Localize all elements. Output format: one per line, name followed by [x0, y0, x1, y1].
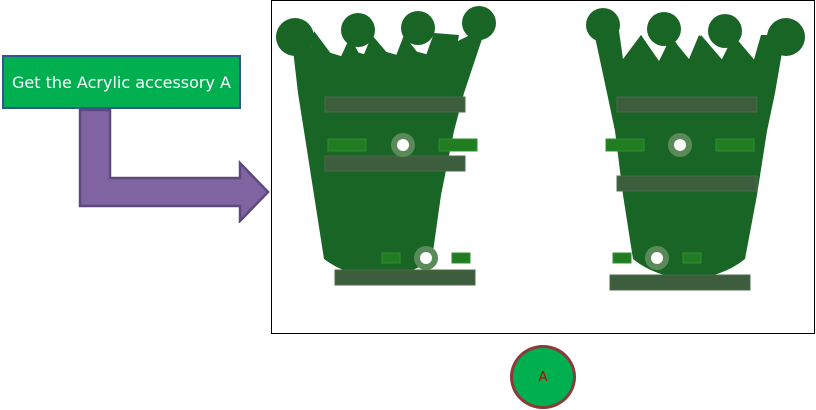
contact-pad — [682, 252, 702, 264]
crown-knob-3 — [401, 11, 435, 45]
engraved-slot — [334, 269, 476, 286]
instruction-text: Get the Acrylic accessory A — [11, 72, 231, 92]
engraved-slot — [616, 96, 758, 113]
crown-knob-1 — [586, 8, 620, 42]
acrylic-part-right — [586, 8, 805, 291]
parts-frame — [271, 0, 815, 334]
contact-pad — [612, 252, 632, 264]
crown-knob-1 — [276, 18, 314, 56]
contact-pad — [451, 252, 471, 264]
contact-pad — [381, 252, 401, 264]
mount-hole — [651, 252, 663, 264]
accessory-a-badge: A — [510, 345, 576, 409]
contact-pad — [327, 138, 367, 152]
crown-body — [595, 31, 785, 279]
engraved-slot — [324, 96, 466, 113]
crown-knob-2 — [647, 12, 681, 46]
contact-pad — [715, 138, 755, 152]
engraved-slot — [324, 155, 466, 172]
accessory-letter: A — [538, 369, 548, 385]
contact-pad — [438, 138, 478, 152]
contact-pad — [605, 138, 645, 152]
mount-hole — [397, 139, 409, 151]
mount-hole — [420, 252, 432, 264]
mount-hole — [674, 139, 686, 151]
engraved-slot — [616, 175, 758, 192]
instruction-label: Get the Acrylic accessory A — [2, 55, 241, 109]
crown-knob-3 — [708, 14, 742, 48]
crown-knob-4 — [462, 6, 496, 40]
acrylic-part-left — [276, 6, 496, 286]
engraved-slot — [609, 274, 751, 291]
bent-arrow-icon — [78, 108, 270, 223]
